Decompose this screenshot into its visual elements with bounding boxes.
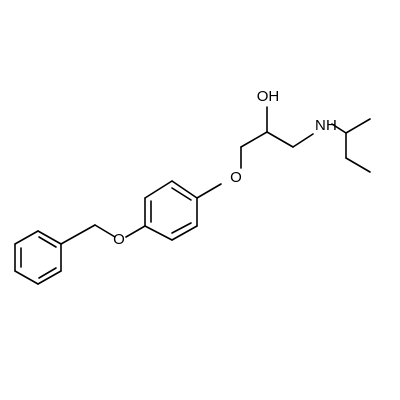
bond xyxy=(240,131,268,148)
oxygen-ether-left-label: O xyxy=(113,231,125,248)
amine-label: N H xyxy=(315,117,337,134)
bond xyxy=(37,270,62,285)
bond xyxy=(38,267,57,279)
bond xyxy=(94,224,116,238)
bond xyxy=(171,222,192,234)
bond xyxy=(171,180,198,199)
benzyl-ring xyxy=(14,230,62,285)
bond xyxy=(14,270,39,285)
bond xyxy=(38,236,57,248)
bond xyxy=(171,225,198,241)
hydrogen-label: H xyxy=(326,117,337,134)
bond xyxy=(292,133,314,148)
bond xyxy=(37,230,62,245)
bond xyxy=(125,225,146,238)
hydroxyl-label: OH xyxy=(257,88,280,105)
bond xyxy=(14,230,39,245)
bond xyxy=(331,123,347,134)
bond xyxy=(144,180,173,199)
bond xyxy=(144,225,173,241)
oxygen-ether-right-label: O xyxy=(230,169,242,186)
bond xyxy=(266,131,294,148)
bond xyxy=(345,118,371,134)
bond xyxy=(171,187,192,201)
nitrogen-label: N xyxy=(315,117,326,134)
bond xyxy=(345,157,371,173)
phenylene-ring xyxy=(144,180,198,241)
bond xyxy=(196,183,222,199)
bond xyxy=(60,224,96,245)
